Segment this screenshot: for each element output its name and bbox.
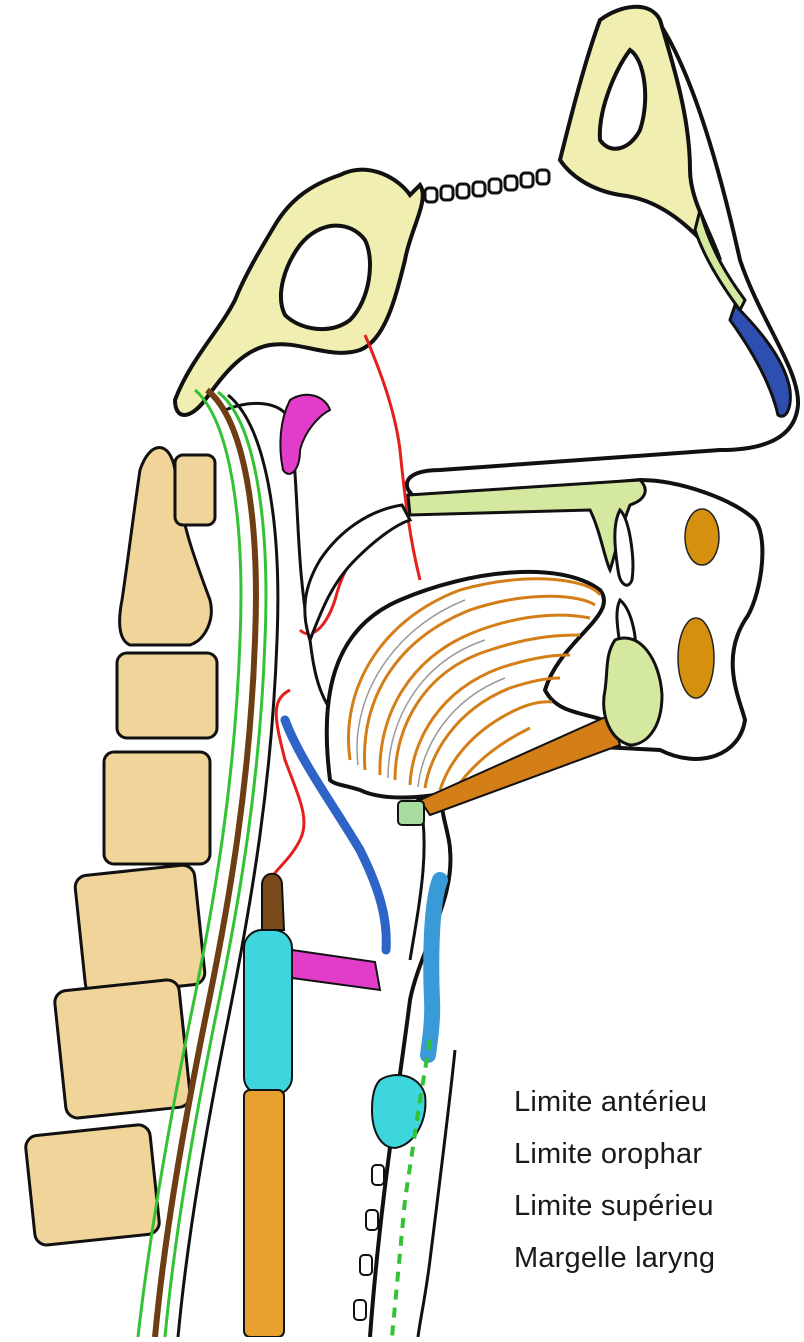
label-limite-anterieure: Limite antérieu <box>514 1086 707 1119</box>
laryngeal-blue-line <box>428 880 440 1055</box>
trachea-orange <box>244 1090 284 1337</box>
cricoid-cyan <box>244 930 292 1095</box>
arytenoid-brown <box>262 874 284 930</box>
upper-lip <box>685 509 719 565</box>
ethmoid-cells <box>425 170 549 202</box>
upper-incisor <box>615 510 633 585</box>
label-limite-superieure: Limite supérieu <box>514 1190 714 1223</box>
lower-lip <box>678 618 714 698</box>
tongue-outline <box>327 572 620 798</box>
magenta-muscle <box>292 950 380 990</box>
vertebrae <box>25 448 217 1247</box>
nasal-bone <box>695 210 745 310</box>
label-limite-oropharyngee: Limite orophar <box>514 1138 702 1171</box>
hard-palate <box>408 480 645 570</box>
magenta-structure <box>280 395 330 474</box>
nasal-cartilage <box>730 305 790 416</box>
label-margelle-laryngee: Margelle laryng <box>514 1242 715 1275</box>
hyoid-bone <box>398 801 424 825</box>
mandible-symphysis <box>604 638 662 745</box>
